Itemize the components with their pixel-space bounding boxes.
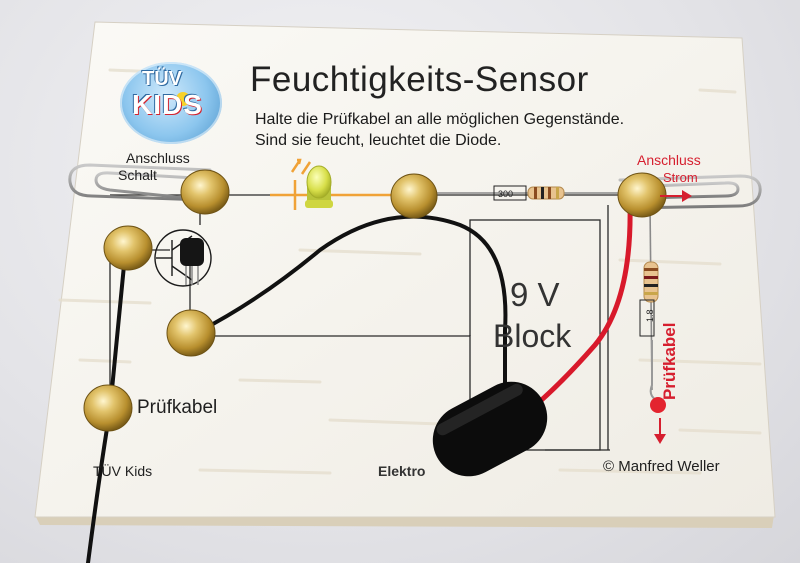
brass-contacts <box>83 169 667 432</box>
footer-brand: TÜV Kids <box>93 463 153 479</box>
left-connector-label-1: Anschluss <box>126 150 190 166</box>
contact-transistor-emitter <box>166 309 216 357</box>
contact-probe-left <box>83 384 133 432</box>
right-connector-label-2: Strom <box>663 170 698 185</box>
paper-clip-left <box>68 163 212 202</box>
black-wire-battery <box>196 214 508 412</box>
red-wire <box>527 193 653 413</box>
battery-label-voltage: 9 V <box>510 276 560 313</box>
logo-line-2: KIDS <box>132 89 203 120</box>
led-component <box>305 165 333 208</box>
contact-left-connector <box>180 169 230 215</box>
led-symbol <box>270 158 395 210</box>
probe-right-label: Prüfkabel <box>660 322 679 400</box>
contact-right-connector <box>617 172 667 218</box>
logo-line-1: TÜV <box>142 68 182 90</box>
logo-dot <box>176 92 190 106</box>
resistor-right-label: 1.8 <box>645 309 655 322</box>
contact-middle <box>390 173 438 219</box>
probe-left-label: Prüfkabel <box>137 397 218 418</box>
footer-copyright: © Manfred Weller <box>603 458 720 475</box>
red-probe-tip <box>650 397 666 444</box>
resistor-top <box>430 185 640 201</box>
resistor-top-label: 300 <box>498 189 514 199</box>
contact-transistor-collector <box>103 225 153 271</box>
transistor-component <box>180 238 204 285</box>
resistor-right <box>639 204 659 401</box>
tuv-kids-logo: TÜV KIDS <box>120 62 222 144</box>
board-title: Feuchtigkeits-Sensor <box>250 60 589 99</box>
red-arrow-right <box>660 190 692 202</box>
battery-clip <box>432 381 548 477</box>
right-connector-label-1: Anschluss <box>637 152 701 168</box>
paper-clip-right <box>618 174 762 210</box>
battery-label-block: Block <box>493 318 572 354</box>
instruction-line-1: Halte die Prüfkabel an alle möglichen Ge… <box>255 111 625 128</box>
left-connector-label-2: Schalt <box>118 167 157 183</box>
footer-middle: Elektro <box>378 463 426 479</box>
instruction-line-2: Sind sie feucht, leuchtet die Diode. <box>255 132 502 149</box>
